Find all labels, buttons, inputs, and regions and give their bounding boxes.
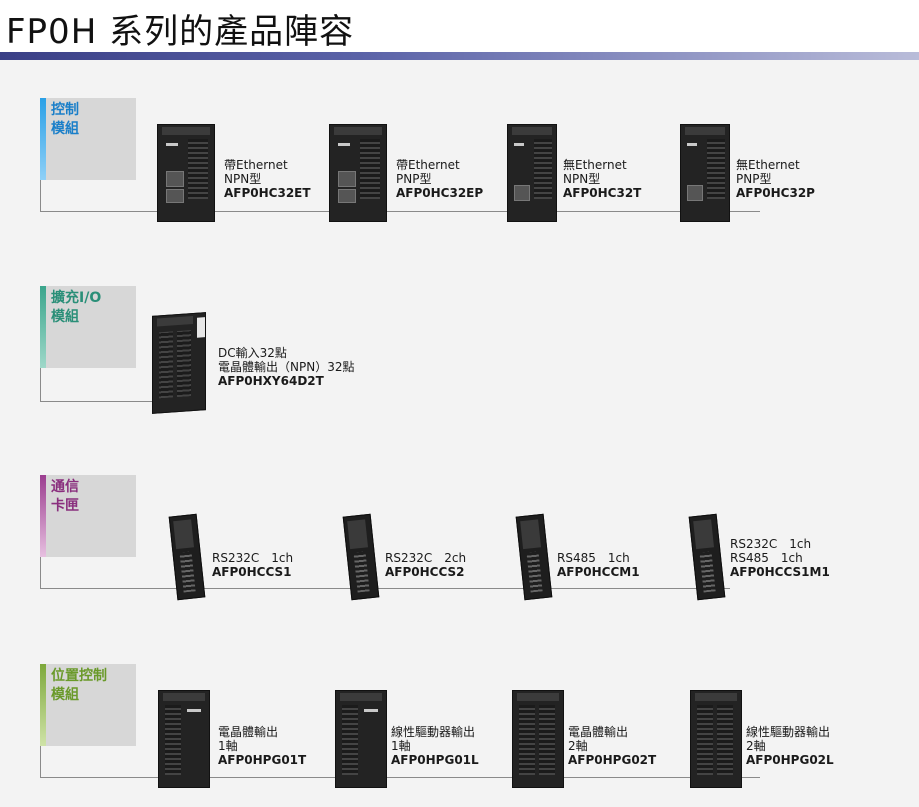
product-line2: RS485 1ch bbox=[730, 551, 803, 565]
product-code: AFP0HC32T bbox=[563, 186, 642, 200]
connector-line bbox=[40, 557, 41, 588]
category-accent bbox=[40, 98, 46, 180]
category-label: 通信 卡匣 bbox=[51, 479, 79, 514]
product-code: AFP0HCCM1 bbox=[557, 565, 640, 579]
product-line1: 線性驅動器輸出 bbox=[391, 725, 476, 739]
category-accent bbox=[40, 664, 46, 746]
product-description: DC輸入32點 電晶體輸出（NPN）32點 AFP0HXY64D2T bbox=[218, 346, 354, 388]
cpu-module-image bbox=[680, 124, 730, 222]
io-module-image bbox=[152, 312, 206, 414]
product-code: AFP0HPG02L bbox=[746, 753, 834, 767]
connector-line bbox=[40, 368, 41, 401]
product-line2: 電晶體輸出（NPN）32點 bbox=[218, 360, 355, 374]
product-line2: 1軸 bbox=[391, 739, 411, 753]
product-line2: RS232C 2ch bbox=[385, 551, 467, 565]
product-description: 無Ethernet PNP型 AFP0HC32P bbox=[736, 158, 815, 200]
product-line1: 無Ethernet bbox=[736, 158, 800, 172]
product-line2: PNP型 bbox=[396, 172, 432, 186]
product-line1: RS232C 1ch bbox=[730, 537, 812, 551]
product-description: 電晶體輸出 1軸 AFP0HPG01T bbox=[218, 725, 306, 767]
connector-line bbox=[40, 777, 760, 778]
category-label: 控制 模組 bbox=[51, 102, 79, 137]
product-line1: 電晶體輸出 bbox=[218, 725, 279, 739]
product-code: AFP0HXY64D2T bbox=[218, 374, 324, 388]
product-code: AFP0HC32EP bbox=[396, 186, 484, 200]
product-line1: DC輸入32點 bbox=[218, 346, 287, 360]
product-code: AFP0HC32ET bbox=[224, 186, 311, 200]
product-line2: RS485 1ch bbox=[557, 551, 630, 565]
product-line1: 帶Ethernet bbox=[224, 158, 288, 172]
category-accent bbox=[40, 475, 46, 557]
product-code: AFP0HCCS2 bbox=[385, 565, 465, 579]
category-communication: 通信 卡匣 bbox=[40, 475, 136, 557]
product-description: 線性驅動器輸出 2軸 AFP0HPG02L bbox=[746, 725, 834, 767]
product-description: 帶Ethernet NPN型 AFP0HC32ET bbox=[224, 158, 311, 200]
category-positioning: 位置控制 模組 bbox=[40, 664, 136, 746]
product-line1: 線性驅動器輸出 bbox=[746, 725, 831, 739]
category-label: 擴充I/O 模組 bbox=[51, 290, 102, 325]
product-code: AFP0HC32P bbox=[736, 186, 815, 200]
product-description: RS232C 2ch AFP0HCCS2 bbox=[385, 551, 466, 579]
product-description: 線性驅動器輸出 1軸 AFP0HPG01L bbox=[391, 725, 479, 767]
cpu-module-image bbox=[507, 124, 557, 222]
cpu-module-image bbox=[329, 124, 387, 222]
title-bar bbox=[0, 52, 919, 60]
connector-line bbox=[40, 746, 41, 777]
connector-line bbox=[40, 588, 730, 589]
category-expansion: 擴充I/O 模組 bbox=[40, 286, 136, 368]
category-accent bbox=[40, 286, 46, 368]
product-description: RS232C 1ch RS485 1ch AFP0HCCS1M1 bbox=[730, 537, 830, 579]
category-control: 控制 模組 bbox=[40, 98, 136, 180]
product-line2: 2軸 bbox=[746, 739, 766, 753]
product-line2: NPN型 bbox=[224, 172, 262, 186]
product-code: AFP0HCCS1 bbox=[212, 565, 292, 579]
product-line1: 帶Ethernet bbox=[396, 158, 460, 172]
lineup-panel bbox=[0, 60, 919, 807]
connector-line bbox=[40, 211, 760, 212]
product-line2: PNP型 bbox=[736, 172, 772, 186]
connector-line bbox=[40, 401, 155, 402]
positioning-module-image bbox=[158, 690, 210, 788]
product-code: AFP0HCCS1M1 bbox=[730, 565, 830, 579]
product-description: RS232C 1ch AFP0HCCS1 bbox=[212, 551, 293, 579]
page-title: FP0H 系列的產品陣容 bbox=[6, 12, 355, 52]
category-label: 位置控制 模組 bbox=[51, 668, 107, 703]
product-line2: RS232C 1ch bbox=[212, 551, 294, 565]
connector-line bbox=[40, 180, 41, 211]
positioning-module-image bbox=[690, 690, 742, 788]
positioning-module-image bbox=[512, 690, 564, 788]
product-line2: NPN型 bbox=[563, 172, 601, 186]
product-line1: 電晶體輸出 bbox=[568, 725, 629, 739]
positioning-module-image bbox=[335, 690, 387, 788]
product-line2: 1軸 bbox=[218, 739, 238, 753]
product-line2: 2軸 bbox=[568, 739, 588, 753]
product-code: AFP0HPG01L bbox=[391, 753, 479, 767]
product-description: 帶Ethernet PNP型 AFP0HC32EP bbox=[396, 158, 483, 200]
product-code: AFP0HPG02T bbox=[568, 753, 657, 767]
product-description: RS485 1ch AFP0HCCM1 bbox=[557, 551, 640, 579]
cpu-module-image bbox=[157, 124, 215, 222]
product-description: 電晶體輸出 2軸 AFP0HPG02T bbox=[568, 725, 656, 767]
product-description: 無Ethernet NPN型 AFP0HC32T bbox=[563, 158, 641, 200]
product-code: AFP0HPG01T bbox=[218, 753, 307, 767]
product-line1: 無Ethernet bbox=[563, 158, 627, 172]
